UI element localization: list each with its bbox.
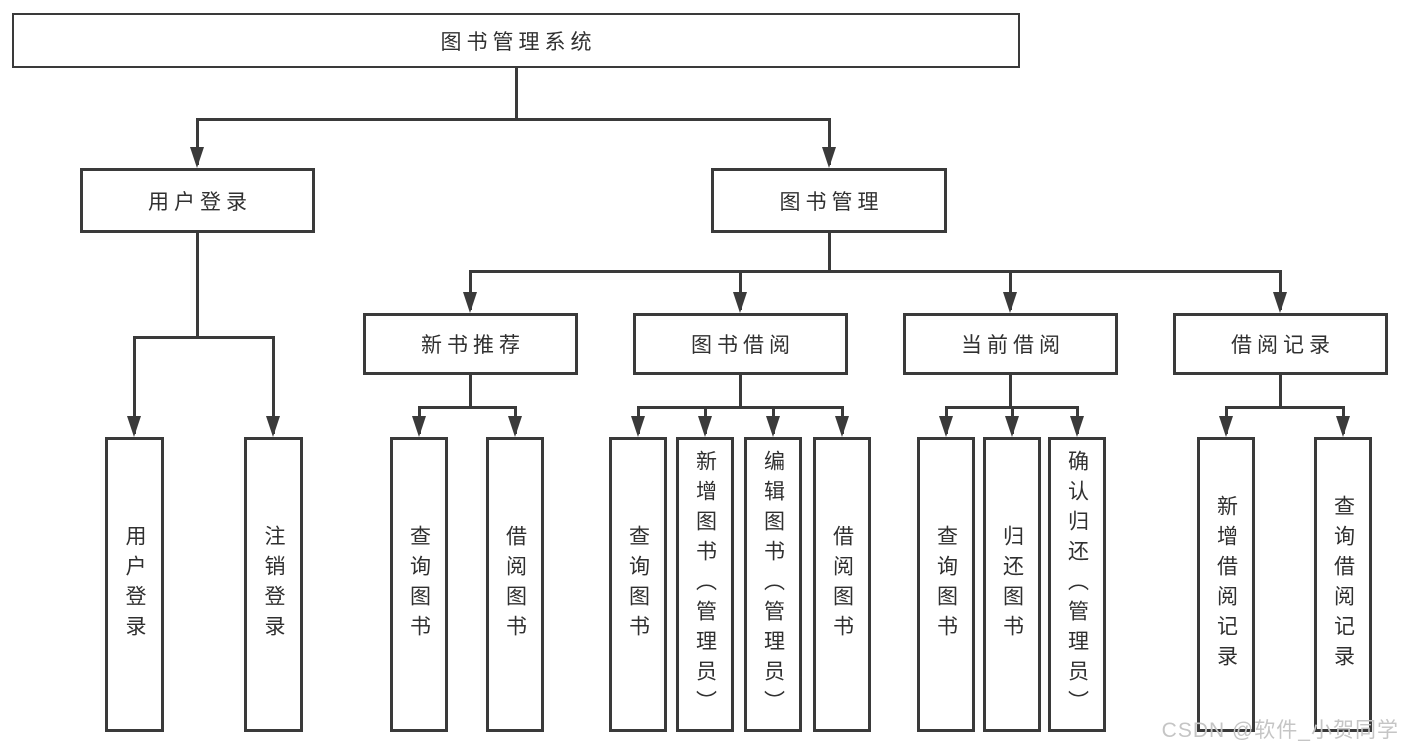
csdn-watermark: CSDN @软件_小贺同学 <box>1161 719 1399 742</box>
connector-stem <box>828 233 831 273</box>
node-label: 借阅图书 <box>830 524 854 645</box>
node-leaf-logout: 注销登录 <box>244 437 303 732</box>
arrowhead-icon <box>463 292 477 313</box>
connector-drop <box>196 118 199 165</box>
connector-stem <box>1279 375 1282 409</box>
arrowhead-icon <box>733 292 747 313</box>
node-label: 归还图书 <box>1000 524 1024 645</box>
node-label: 新增借阅记录 <box>1214 494 1238 675</box>
arrowhead-icon <box>508 416 522 437</box>
arrowhead-icon <box>1219 416 1233 437</box>
node-leaf-user-login: 用户登录 <box>105 437 164 732</box>
node-root: 图书管理系统 <box>12 13 1020 68</box>
connector-stem <box>196 233 199 339</box>
node-label: 查询图书 <box>407 524 431 645</box>
arrowhead-icon <box>939 416 953 437</box>
connector-drop <box>133 336 136 434</box>
node-borrow-records: 借阅记录 <box>1173 313 1388 375</box>
connector-drop <box>1009 270 1012 310</box>
node-label: 编辑图书（管理员） <box>761 449 785 720</box>
connector-rail <box>133 336 275 339</box>
arrowhead-icon <box>1003 292 1017 313</box>
arrowhead-icon <box>822 147 836 168</box>
node-label: 借阅图书 <box>503 524 527 645</box>
connector-stem <box>515 68 518 121</box>
arrowhead-icon <box>266 416 280 437</box>
connector-drop <box>739 270 742 310</box>
arrowhead-icon <box>698 416 712 437</box>
node-leaf-query-book-rec: 查询图书 <box>390 437 448 732</box>
node-leaf-borrow-book: 借阅图书 <box>813 437 871 732</box>
connector-drop <box>828 118 831 165</box>
node-label: 借阅记录 <box>1231 334 1335 357</box>
node-leaf-return-book: 归还图书 <box>983 437 1041 732</box>
node-leaf-confirm-return-admin: 确认归还（管理员） <box>1048 437 1106 732</box>
node-leaf-borrow-book-rec: 借阅图书 <box>486 437 544 732</box>
arrowhead-icon <box>1005 416 1019 437</box>
node-label: 查询图书 <box>934 524 958 645</box>
node-current-borrow: 当前借阅 <box>903 313 1118 375</box>
connector-rail <box>418 406 517 409</box>
node-leaf-edit-book-admin: 编辑图书（管理员） <box>744 437 802 732</box>
connector-stem <box>739 375 742 409</box>
node-leaf-add-book-admin: 新增图书（管理员） <box>676 437 734 732</box>
node-leaf-query-book-borrow: 查询图书 <box>609 437 667 732</box>
connector-rail <box>196 118 831 121</box>
node-new-book-recommend: 新书推荐 <box>363 313 578 375</box>
arrowhead-icon <box>1273 292 1287 313</box>
arrowhead-icon <box>1336 416 1350 437</box>
node-user-login: 用户登录 <box>80 168 315 233</box>
node-leaf-query-borrow-record: 查询借阅记录 <box>1314 437 1372 732</box>
node-label: 查询图书 <box>626 524 650 645</box>
arrowhead-icon <box>835 416 849 437</box>
node-label: 新增图书（管理员） <box>693 449 717 720</box>
node-label: 图书管理 <box>779 190 884 214</box>
node-book-management: 图书管理 <box>711 168 947 233</box>
connector-drop <box>469 270 472 310</box>
arrowhead-icon <box>190 147 204 168</box>
node-label: 当前借阅 <box>961 334 1065 357</box>
node-label: 新书推荐 <box>421 334 525 357</box>
arrowhead-icon <box>631 416 645 437</box>
connector-rail <box>469 270 1282 273</box>
node-label: 查询借阅记录 <box>1331 494 1355 675</box>
arrowhead-icon <box>1070 416 1084 437</box>
connector-stem <box>469 375 472 409</box>
node-leaf-query-book-current: 查询图书 <box>917 437 975 732</box>
connector-drop <box>272 336 275 434</box>
connector-rail <box>637 406 844 409</box>
connector-drop <box>1279 270 1282 310</box>
connector-rail <box>1225 406 1345 409</box>
node-label: 图书管理系统 <box>440 30 597 54</box>
node-label: 注销登录 <box>262 524 285 645</box>
node-label: 图书借阅 <box>691 334 795 357</box>
node-book-borrow: 图书借阅 <box>633 313 848 375</box>
node-label: 确认归还（管理员） <box>1065 449 1089 720</box>
arrowhead-icon <box>412 416 426 437</box>
arrowhead-icon <box>766 416 780 437</box>
node-label: 用户登录 <box>123 524 146 645</box>
node-label: 用户登录 <box>148 190 252 214</box>
node-leaf-add-borrow-record: 新增借阅记录 <box>1197 437 1255 732</box>
arrowhead-icon <box>127 416 141 437</box>
connector-stem <box>1009 375 1012 409</box>
